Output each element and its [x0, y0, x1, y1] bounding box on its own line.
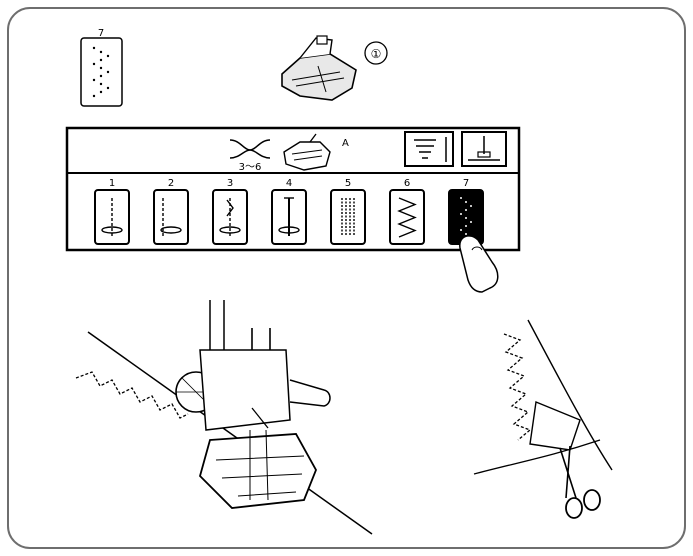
stitch-button-6[interactable]: 6 — [389, 178, 425, 245]
overcast-zigzag-icon — [503, 333, 532, 441]
fabric-edge-line — [87, 331, 373, 535]
stitch-button-frame — [94, 189, 130, 245]
lever-icon — [289, 379, 331, 407]
stretch-stitch-icon — [278, 197, 300, 236]
width-range: 3～6 — [239, 162, 262, 173]
pattern-card: 7 — [80, 28, 123, 107]
presser-foot-icon — [281, 35, 357, 101]
foot-letter: A — [342, 138, 349, 149]
zigzag-seam-icon — [75, 371, 189, 419]
edge-finishing-illustration — [473, 319, 613, 519]
pattern-card-number: 7 — [98, 28, 104, 39]
triple-stitch-icon — [341, 198, 355, 236]
stitch-button-number: 4 — [286, 178, 292, 189]
stitch-button-row: 1 2 3 4 5 6 7 — [94, 178, 484, 245]
needle-position-icon — [461, 131, 507, 167]
stitch-button-number: 6 — [404, 178, 410, 189]
stitch-button-number: 7 — [463, 178, 469, 189]
stitch-button-number: 1 — [109, 178, 115, 189]
stitch-button-3[interactable]: 3 — [212, 178, 248, 245]
multi-zigzag-stitch-icon — [460, 197, 472, 235]
stitch-selection-panel: 3～6 A 1 2 3 4 5 6 7 — [65, 126, 521, 252]
stitch-button-number: 2 — [168, 178, 174, 189]
outer-frame — [7, 7, 686, 549]
stitch-button-frame — [330, 189, 366, 245]
stitch-button-frame — [389, 189, 425, 245]
stitch-width-icon — [229, 139, 271, 159]
straight-stitch-center-icon — [101, 198, 123, 236]
thread-tension-icon — [404, 131, 454, 167]
stitch-button-number: 3 — [227, 178, 233, 189]
pattern-card-dots-icon — [92, 46, 110, 98]
stitch-button-frame — [153, 189, 189, 245]
foot-callout: ① — [371, 47, 382, 61]
sewing-foot-illustration — [75, 300, 373, 535]
stitch-button-7[interactable]: 7 — [448, 178, 484, 245]
foot-a-icon — [283, 133, 331, 171]
finger-pointer-icon — [459, 235, 499, 293]
straight-stitch-left-icon — [160, 198, 182, 236]
pattern-card-frame — [80, 37, 123, 107]
stitch-button-number: 5 — [345, 178, 351, 189]
trimmed-fabric-icon — [529, 401, 581, 451]
presser-foot-base-icon — [198, 433, 317, 509]
zigzag-stitch-icon — [397, 197, 417, 238]
callout-circle — [364, 41, 388, 65]
stitch-button-5[interactable]: 5 — [330, 178, 366, 245]
scissors-icon — [559, 445, 601, 519]
stitch-button-4[interactable]: 4 — [271, 178, 307, 245]
stitch-button-2[interactable]: 2 — [153, 178, 189, 245]
locking-stitch-icon — [219, 198, 241, 236]
stitch-button-frame — [212, 189, 248, 245]
stitch-button-1[interactable]: 1 — [94, 178, 130, 245]
